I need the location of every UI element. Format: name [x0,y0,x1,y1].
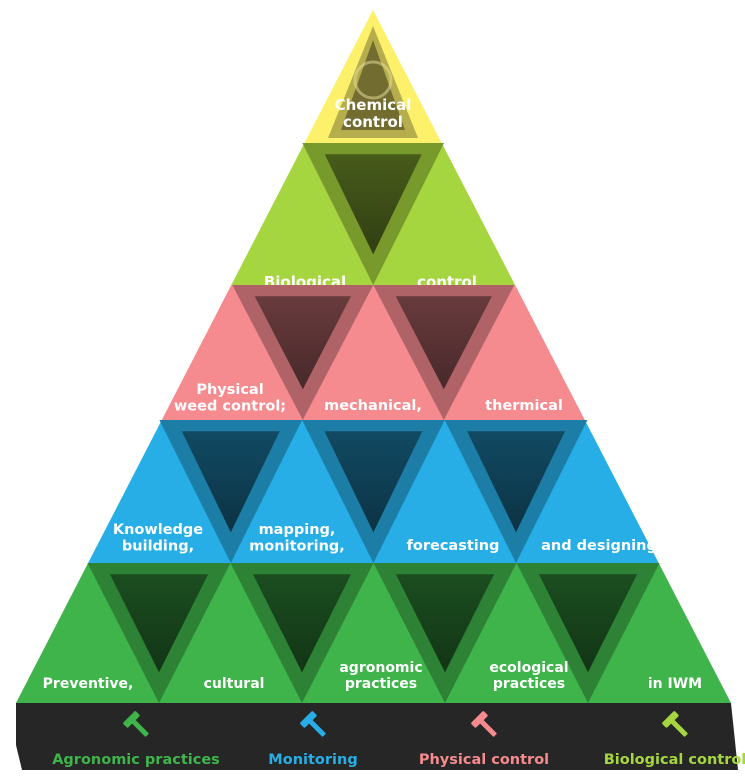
photo-shade [324,431,423,533]
photo-shade [252,574,352,673]
tier-label-line: Physical [196,382,263,398]
hammer-handle [479,719,497,737]
tier-label-monitoring-1: mapping,monitoring, [249,522,345,555]
tier-label-line: mechanical, [324,398,422,414]
hammer-head [123,711,140,728]
tier-label-agronomic-0: Preventive, [43,676,134,692]
tier-label-monitoring-3: and designing [541,538,657,554]
legend-label: Biological control [604,752,745,768]
tier-label-line: practices [345,676,417,692]
tier-label-physical-1: mechanical, [324,398,422,414]
hammer-icon [123,711,149,737]
tier-label-line: Knowledge [113,522,203,538]
tier-label-line: weed control; [174,399,286,415]
tier-label-line: building, [122,539,194,555]
photo-shade [254,296,351,390]
legend-item-3: Biological control [604,711,745,768]
tier-label-line: cultural [204,676,265,692]
tier-label-line: practices [493,676,565,692]
tier-label-physical-2: thermical [485,398,563,414]
legend-label: Physical control [419,752,549,768]
photo-sprayer [341,40,405,130]
photo-shade [467,431,565,533]
tier-label-line: mapping, [259,522,336,538]
hammer-icon [300,711,326,737]
tier-label-line: thermical [485,398,563,414]
legend-item-1: Monitoring [268,711,358,768]
hammer-head [471,711,488,728]
tier-label-agronomic-4: in IWM [648,676,702,692]
tier-label-line: forecasting [407,538,500,554]
photo-shade [395,574,495,673]
photo-shade [181,431,280,533]
hammer-icon [471,711,497,737]
tier-label-line: monitoring, [249,539,345,555]
hammer-icon [662,711,688,737]
tier-label-line: control [343,113,403,131]
legend-label: Agronomic practices [52,752,220,768]
hammer-handle [131,719,149,737]
tier-label-line: ecological [489,660,568,676]
photo-shade [395,296,492,390]
legend-bar [16,703,738,770]
photo-shade [324,154,422,255]
legend-item-0: Agronomic practices [52,711,220,768]
tier-label-line: and designing [541,538,657,554]
nozzle-graphic [353,60,393,100]
tier-label-monitoring-2: forecasting [407,538,500,554]
legend-item-2: Physical control [419,711,549,768]
legend-label: Monitoring [268,752,357,768]
tier-label-agronomic-1: cultural [204,676,265,692]
hammer-head [662,711,679,728]
tier-label-line: Preventive, [43,676,134,692]
photo-shade [109,574,209,673]
tier-label-line: agronomic [339,660,422,676]
tier-label-line: in IWM [648,676,702,692]
hammer-handle [670,719,688,737]
hammer-handle [308,719,326,737]
tier-label-line: Chemical [335,96,412,114]
photo-shade [538,574,638,673]
hammer-head [300,711,317,728]
